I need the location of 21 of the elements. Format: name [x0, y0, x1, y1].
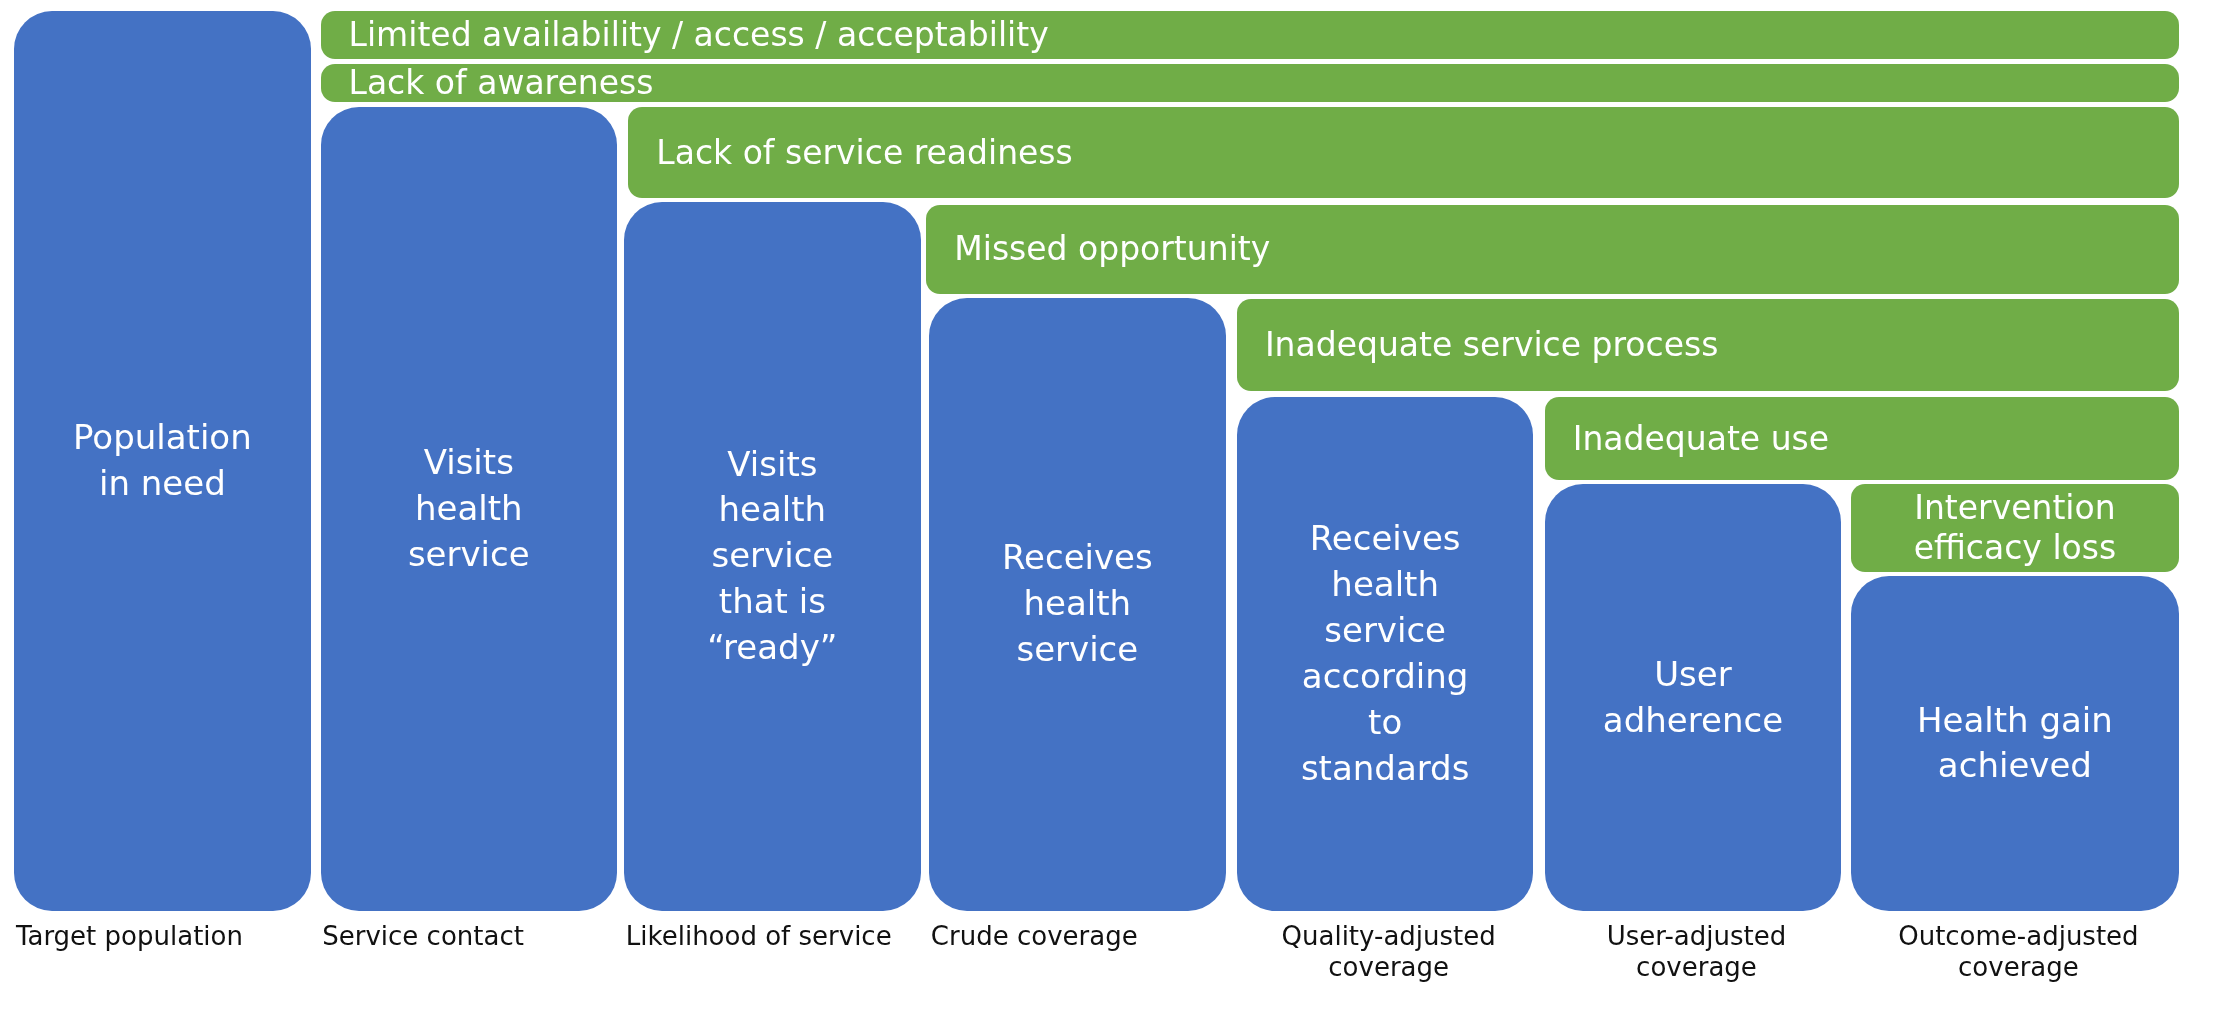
stage-caption: Likelihood of service	[625, 920, 892, 952]
coverage-bar: Visits health service that is “ready”	[624, 201, 921, 911]
barrier-band: Lack of awareness	[320, 63, 2179, 102]
coverage-bar: User adherence	[1544, 484, 1842, 911]
coverage-bar: Population in need	[14, 11, 311, 911]
stage-caption: Target population	[15, 920, 243, 952]
barrier-band: Missed opportunity	[926, 204, 2179, 294]
barrier-band: Intervention efficacy loss	[1851, 484, 2179, 572]
stage-caption: Crude coverage	[930, 920, 1138, 952]
stage-caption: User-adjusted coverage	[1605, 920, 1788, 983]
stage-caption: Outcome-adjusted coverage	[1897, 920, 2140, 983]
barrier-band: Limited availability / access / acceptability	[320, 11, 2179, 60]
coverage-bar: Health gain achieved	[1851, 576, 2179, 911]
barrier-band: Lack of service readiness	[628, 107, 2179, 198]
stage-caption: Service contact	[322, 920, 524, 952]
barrier-band: Inadequate use	[1544, 396, 2179, 481]
coverage-bar: Visits health service	[320, 107, 618, 911]
stage-caption: Quality-adjusted coverage	[1280, 920, 1497, 983]
coverage-bar: Receives health service according to standards	[1236, 396, 1534, 911]
barrier-band: Inadequate service process	[1236, 299, 2179, 392]
coverage-bar: Receives health service	[929, 297, 1226, 911]
